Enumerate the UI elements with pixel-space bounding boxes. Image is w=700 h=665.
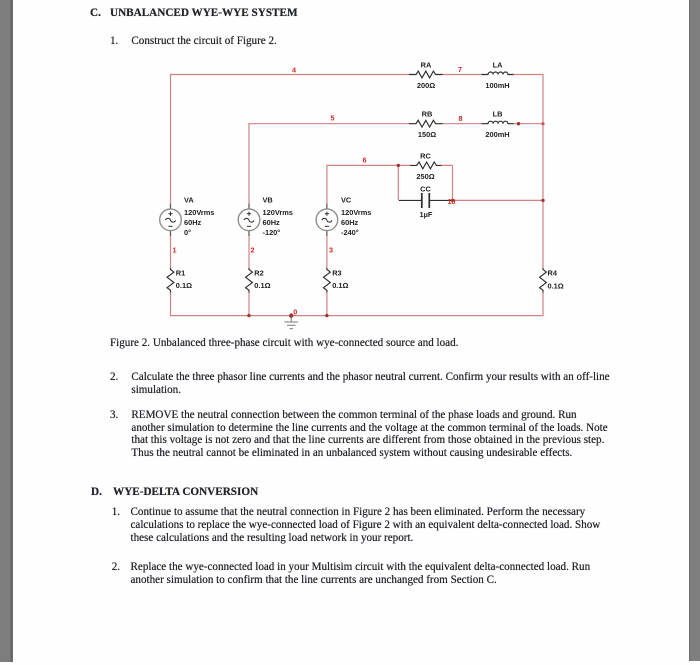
- svg-text:200mH: 200mH: [485, 130, 509, 139]
- svg-text:120Vrms: 120Vrms: [263, 208, 293, 217]
- svg-text:RA: RA: [421, 61, 432, 70]
- svg-text:VA: VA: [184, 196, 194, 205]
- svg-text:R2: R2: [254, 268, 263, 277]
- svg-text:4: 4: [292, 66, 296, 75]
- svg-text:-240°: -240°: [341, 228, 359, 237]
- svg-text:3: 3: [329, 246, 333, 255]
- svg-text:0°: 0°: [184, 228, 191, 237]
- svg-text:R3: R3: [332, 268, 341, 277]
- svg-text:100mH: 100mH: [485, 81, 509, 90]
- svg-text:0.1Ω: 0.1Ω: [254, 281, 270, 290]
- svg-text:6: 6: [363, 155, 367, 164]
- svg-text:250Ω: 250Ω: [416, 172, 434, 181]
- svg-text:R4: R4: [548, 269, 558, 278]
- svg-text:150Ω: 150Ω: [418, 130, 436, 139]
- svg-text:2: 2: [251, 246, 255, 255]
- svg-text:VC: VC: [341, 196, 352, 205]
- svg-text:120Vrms: 120Vrms: [184, 208, 214, 217]
- svg-text:R1: R1: [176, 268, 185, 277]
- svg-text:RC: RC: [420, 151, 431, 160]
- svg-text:0: 0: [293, 307, 297, 316]
- svg-text:7: 7: [458, 65, 462, 74]
- svg-text:60Hz: 60Hz: [263, 218, 281, 227]
- svg-text:200Ω: 200Ω: [417, 81, 435, 90]
- svg-text:1: 1: [173, 246, 177, 255]
- svg-text:60Hz: 60Hz: [184, 218, 202, 227]
- svg-text:1µF: 1µF: [420, 210, 433, 219]
- svg-text:0.1Ω: 0.1Ω: [332, 281, 348, 290]
- svg-text:RB: RB: [422, 110, 433, 119]
- svg-text:LB: LB: [493, 110, 503, 119]
- svg-text:VB: VB: [263, 196, 273, 205]
- svg-text:10: 10: [448, 197, 456, 206]
- svg-text:LA: LA: [493, 61, 504, 70]
- svg-text:CC: CC: [420, 185, 431, 194]
- svg-text:-120°: -120°: [263, 228, 281, 237]
- svg-text:8: 8: [459, 114, 463, 123]
- svg-text:60Hz: 60Hz: [341, 218, 359, 227]
- svg-text:0.1Ω: 0.1Ω: [176, 281, 192, 290]
- svg-text:5: 5: [331, 114, 335, 123]
- svg-text:0.1Ω: 0.1Ω: [548, 281, 564, 290]
- svg-text:120Vrms: 120Vrms: [341, 208, 371, 217]
